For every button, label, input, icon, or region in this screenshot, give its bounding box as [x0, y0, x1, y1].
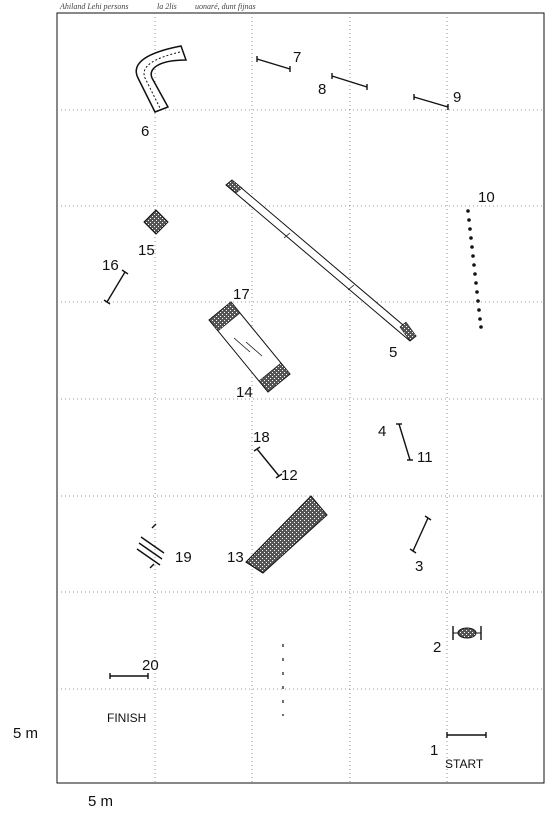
- obstacle-7-jump: [256, 56, 291, 72]
- obstacle-number-3: 3: [415, 558, 423, 575]
- obstacle-number-17: 17: [233, 286, 250, 303]
- obstacle-4-11-jump: [396, 423, 413, 461]
- obstacle-16-jump: [103, 269, 129, 305]
- obstacle-number-14: 14: [236, 384, 253, 401]
- obstacle-number-19: 19: [175, 549, 192, 566]
- obstacle-1-jump: [446, 732, 487, 738]
- obstacle-20-jump: [109, 673, 149, 679]
- obstacle-number-16: 16: [102, 257, 119, 274]
- grid: [57, 13, 544, 783]
- header-note: uonaré, dunt fijnas: [195, 2, 256, 11]
- obstacle-10-weave: [466, 209, 483, 329]
- obstacle-number-18: 18: [253, 429, 270, 446]
- obstacle-13-chute: [245, 495, 328, 574]
- obstacle-number-10: 10: [478, 189, 495, 206]
- obstacle-number-9: 9: [453, 89, 461, 106]
- header-class: la 2lis: [157, 2, 177, 11]
- obstacle-3-jump: [409, 515, 432, 554]
- arena-border: [56, 12, 545, 784]
- header-judge: Ahiland Lehi persons: [59, 2, 128, 11]
- obstacle-8-jump: [331, 73, 368, 90]
- obstacle-number-13: 13: [227, 549, 244, 566]
- obstacle-5-dogwalk: [225, 179, 417, 342]
- obstacle-number-1: 1: [430, 742, 438, 759]
- obstacle-14-17-aframe: [208, 301, 291, 393]
- obstacle-6-tunnel: [135, 45, 188, 113]
- obstacle-number-2: 2: [433, 639, 441, 656]
- obstacle-number-4: 4: [378, 423, 386, 440]
- obstacle-number-6: 6: [141, 123, 149, 140]
- obstacle-2-tyre: [452, 626, 482, 640]
- obstacle-number-20: 20: [142, 657, 159, 674]
- scale-horizontal-label: 5 m: [88, 793, 113, 810]
- obstacle-number-11: 11: [417, 449, 433, 466]
- obstacle-number-7: 7: [293, 49, 301, 66]
- header-text: Ahiland Lehi persons la 2lis uonaré, dun…: [59, 2, 256, 11]
- obstacle-number-5: 5: [389, 344, 397, 361]
- obstacle-number-8: 8: [318, 81, 326, 98]
- obstacle-15-table: [143, 209, 169, 235]
- obstacle-19-long-jump: [136, 523, 165, 569]
- scale-vertical-label: 5 m: [13, 725, 38, 742]
- obstacle-number-15: 15: [138, 242, 155, 259]
- finish-label: FINISH: [107, 711, 146, 725]
- obstacle-9-jump: [413, 94, 449, 110]
- obstacle-number-12: 12: [281, 467, 298, 484]
- obstacle-18-12-jump: [253, 446, 283, 479]
- start-label: START: [445, 757, 484, 771]
